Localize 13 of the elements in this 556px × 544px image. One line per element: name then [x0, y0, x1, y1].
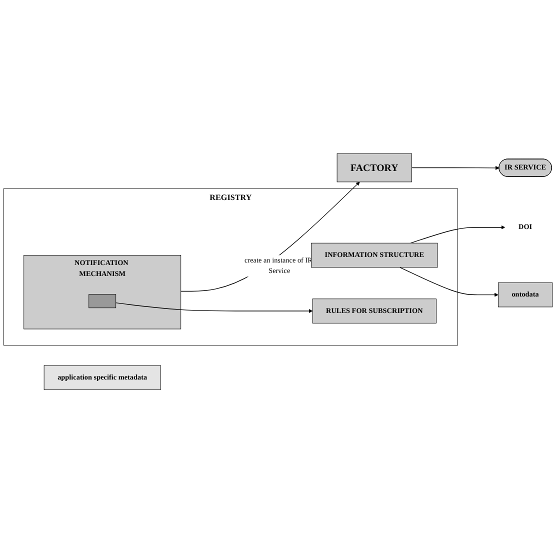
- node-box: [336, 154, 412, 182]
- node-box: [312, 298, 436, 324]
- node-box: [498, 282, 553, 308]
- arrow: [410, 226, 506, 244]
- arrow: [180, 182, 360, 292]
- node-box: [44, 366, 161, 390]
- arrow: [400, 267, 498, 298]
- node-box: [88, 294, 116, 308]
- cluster: [3, 188, 458, 346]
- arrow: [116, 302, 313, 314]
- cluster: [24, 255, 182, 330]
- arrow: [411, 166, 500, 170]
- node-box: [311, 243, 438, 268]
